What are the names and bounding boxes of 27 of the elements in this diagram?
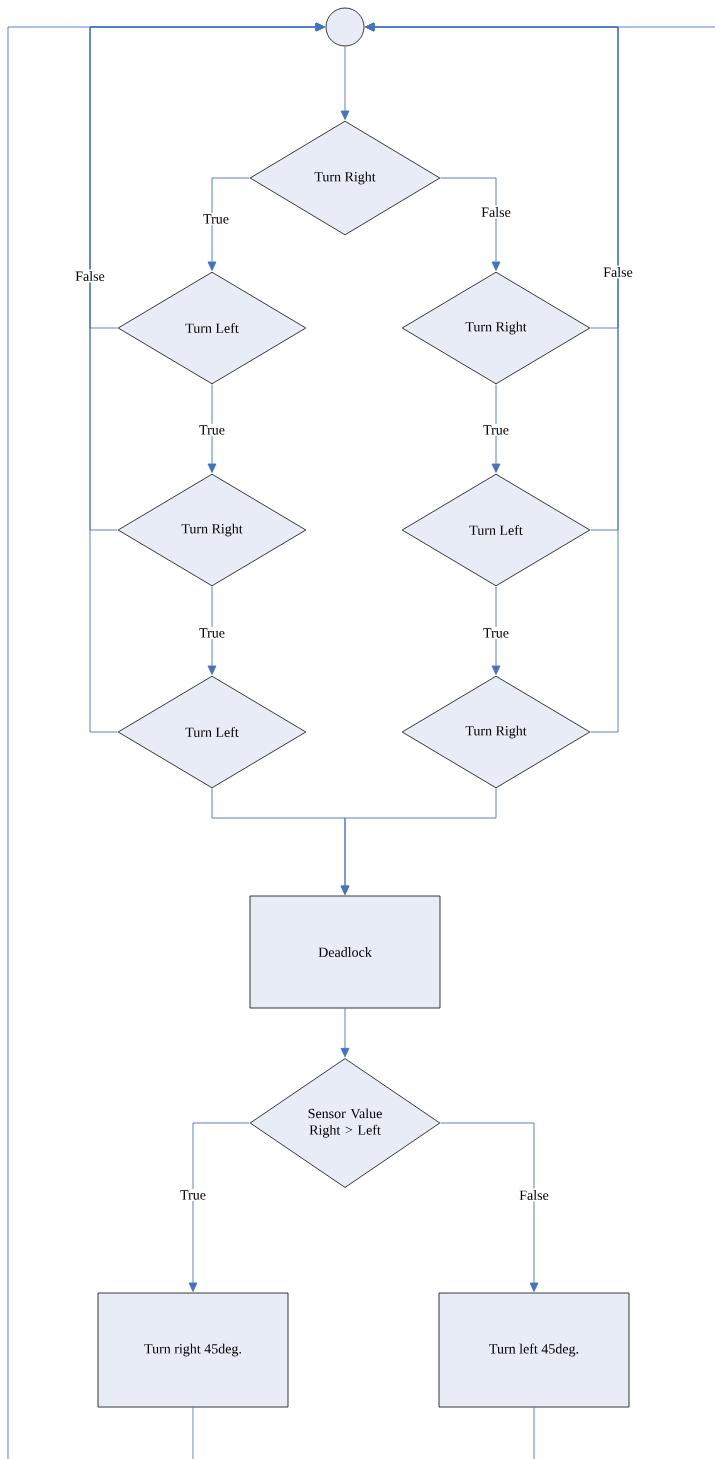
edge-label: True (201, 212, 231, 226)
arrow (188, 1122, 250, 1292)
edge-label: False (73, 269, 107, 283)
arrow (491, 586, 501, 675)
process-box: Deadlock (249, 895, 441, 1009)
edge-label: False (601, 265, 635, 279)
edge-label: True (481, 626, 511, 640)
edge-label: True (197, 423, 227, 437)
arrow (207, 384, 217, 473)
arrow (365, 22, 715, 32)
connector-circle (325, 7, 365, 47)
arrow (340, 788, 497, 895)
edge-label: False (517, 1188, 551, 1202)
edge-label: True (481, 423, 511, 437)
arrow (207, 586, 217, 675)
edge-label: True (197, 626, 227, 640)
arrow (340, 1008, 350, 1058)
arrow (7, 22, 325, 1459)
process-box: Turn right 45deg. (97, 1292, 289, 1408)
edge-label: False (479, 205, 513, 219)
process-box: Turn left 45deg. (438, 1292, 630, 1408)
arrow (340, 46, 350, 120)
arrow (207, 177, 250, 271)
arrow (440, 177, 501, 271)
edge-label: True (178, 1188, 208, 1202)
arrow (440, 1122, 539, 1292)
arrow (491, 384, 501, 473)
